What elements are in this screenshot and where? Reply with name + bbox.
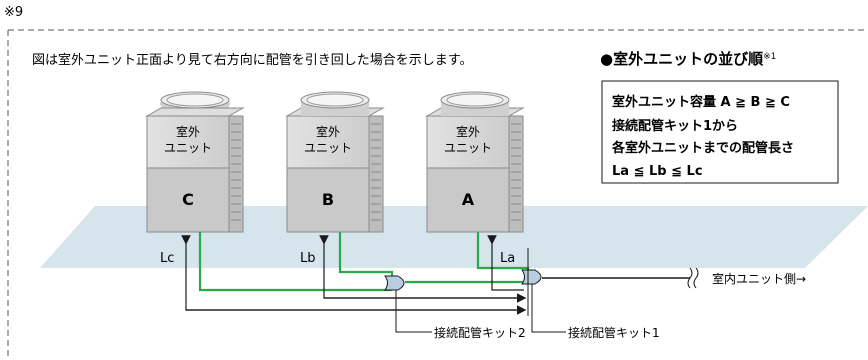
unit-b-letter: B — [322, 190, 334, 209]
pipe-c — [198, 232, 392, 292]
order-line-4: La ≦ Lb ≦ Lc — [612, 164, 703, 179]
unit-b-label-line1: 室外 — [316, 124, 340, 139]
unit-a-letter: A — [462, 190, 475, 209]
kit1-label: 接続配管キット1 — [568, 325, 660, 340]
order-line-3: 各室外ユニットまでの配管長さ — [611, 140, 794, 156]
order-box — [601, 80, 839, 184]
caption: 図は室外ユニット正面より見て右方向に配管を引き回した場合を示します。 — [32, 52, 472, 68]
branch-kit-2-icon — [384, 275, 405, 291]
indoor-side-label: 室内ユニット側→ — [712, 271, 806, 286]
kit2-leader — [395, 290, 432, 333]
outdoor-unit-c — [145, 91, 245, 233]
dashed-border — [7, 29, 866, 360]
footnote-marker: ※9 — [4, 5, 23, 20]
kit1-leader — [531, 284, 566, 333]
kit2-label: 接続配管キット2 — [434, 325, 526, 340]
unit-a-label-line1: 室外 — [456, 124, 480, 139]
outdoor-unit-b — [285, 91, 385, 233]
unit-a-label-line2: ユニット — [444, 141, 492, 155]
label-la: La — [500, 251, 515, 266]
floor-plane — [40, 206, 868, 268]
label-lb: Lb — [300, 251, 316, 266]
unit-c-label-line2: ユニット — [164, 141, 212, 155]
length-lines — [181, 235, 527, 315]
unit-b-label-line2: ユニット — [304, 141, 352, 155]
unit-c-letter: C — [182, 190, 194, 209]
label-lc: Lc — [160, 251, 174, 266]
break-mark-icon — [687, 267, 699, 289]
branch-kit-1-icon — [521, 269, 542, 285]
length-line-la — [487, 235, 524, 291]
order-line-2: 接続配管キット1から — [612, 118, 738, 134]
outdoor-unit-a — [425, 91, 525, 233]
order-heading: ●室外ユニットの並び順※1 — [600, 50, 776, 68]
unit-c-label-line1: 室外 — [176, 124, 200, 139]
order-line-1: 室外ユニット容量 A ≧ B ≧ C — [612, 94, 790, 110]
